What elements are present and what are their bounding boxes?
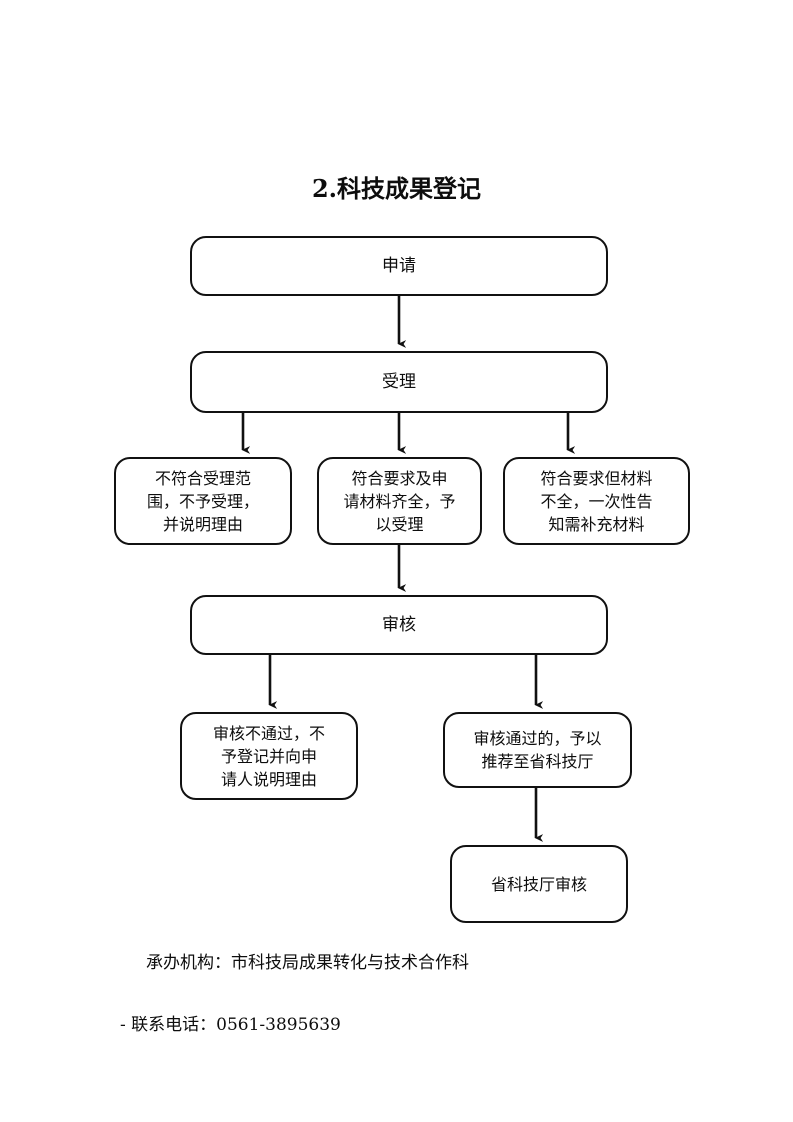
flow-node-incomplete-materials[interactable]: 符合要求但材料 不全，一次性告 知需补充材料 xyxy=(503,457,690,545)
flow-node-out-of-scope-reject-label: 不符合受理范 围，不予受理， 并说明理由 xyxy=(146,468,259,534)
flow-node-qualified-accept[interactable]: 符合要求及申 请材料齐全，予 以受理 xyxy=(317,457,482,545)
flow-node-accept-label: 受理 xyxy=(382,372,416,392)
footer-phone: - 联系电话：0561-3895639 xyxy=(120,1015,341,1035)
page-title: 2.科技成果登记 xyxy=(311,174,482,203)
flow-node-review-label: 审核 xyxy=(382,615,416,635)
flow-node-province-review[interactable]: 省科技厅审核 xyxy=(450,845,628,923)
flow-node-apply-label: 申请 xyxy=(382,256,416,276)
flow-node-review-failed-label: 审核不通过，不 予登记并向申 请人说明理由 xyxy=(212,723,325,789)
flow-node-review-passed-label: 审核通过的，予以 推荐至省科技厅 xyxy=(473,729,602,771)
flow-node-province-review-label: 省科技厅审核 xyxy=(490,874,587,894)
flow-node-incomplete-materials-label: 符合要求但材料 不全，一次性告 知需补充材料 xyxy=(540,468,653,534)
flow-node-qualified-accept-label: 符合要求及申 请材料齐全，予 以受理 xyxy=(343,468,456,534)
flow-node-review-passed[interactable]: 审核通过的，予以 推荐至省科技厅 xyxy=(443,712,632,788)
flow-node-out-of-scope-reject[interactable]: 不符合受理范 围，不予受理， 并说明理由 xyxy=(114,457,292,545)
flow-node-review[interactable]: 审核 xyxy=(190,595,608,655)
flow-node-accept[interactable]: 受理 xyxy=(190,351,608,413)
flow-node-apply[interactable]: 申请 xyxy=(190,236,608,296)
flow-node-review-failed[interactable]: 审核不通过，不 予登记并向申 请人说明理由 xyxy=(180,712,358,800)
footer-organization: 承办机构：市科技局成果转化与技术合作科 xyxy=(146,953,469,973)
